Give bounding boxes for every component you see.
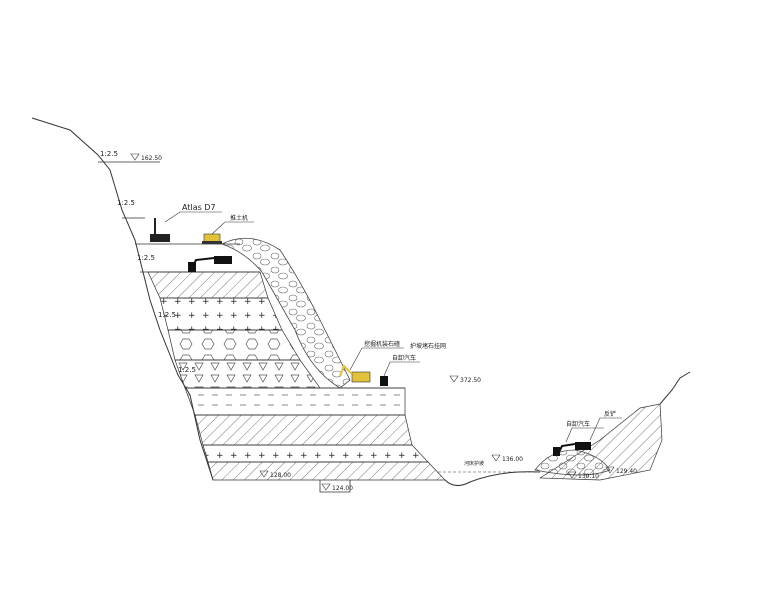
ground-line-right xyxy=(659,371,691,405)
elevation-marker-river: 136.00 xyxy=(491,454,523,463)
river-bed xyxy=(444,471,541,486)
layer-hatch-lower xyxy=(194,414,413,446)
layer-dash xyxy=(184,387,406,416)
svg-text:128.00: 128.00 xyxy=(270,472,291,479)
leader-truck xyxy=(383,361,420,377)
slope-ratio-3: 1:2.5 xyxy=(137,254,155,262)
dozer-icon xyxy=(202,233,222,244)
excavator-rock-icon xyxy=(339,364,371,383)
dump-truck-right-icon xyxy=(553,447,560,456)
slope-ratio-1: 1:2.5 xyxy=(100,150,118,158)
leader-truck-right xyxy=(565,427,604,443)
label-bank-protection: 护坡堵石挂网 xyxy=(410,342,446,350)
svg-text:130.10: 130.10 xyxy=(578,473,599,480)
layer-plus-upper xyxy=(159,297,283,331)
layer-hex xyxy=(167,329,301,361)
elevation-marker-top: 162.50 xyxy=(130,153,162,162)
elevation-marker-berm: 372.50 xyxy=(449,375,481,384)
svg-text:124.00: 124.00 xyxy=(332,485,353,492)
slope-ratio-2: 1:2.5 xyxy=(117,199,135,207)
dump-truck-mid-icon xyxy=(380,376,388,386)
layer-plus-lower xyxy=(202,444,429,463)
rock-fill-dike xyxy=(220,237,351,389)
leader-drill xyxy=(164,211,222,223)
dump-truck-upper-icon xyxy=(188,262,196,272)
elevation-marker-right-2: 129.40 xyxy=(605,466,637,475)
excavator-upper-icon xyxy=(191,256,232,269)
layer-tri xyxy=(174,359,321,389)
layer-hatch-bottom xyxy=(207,461,446,481)
label-river-bed: 河床护坡 xyxy=(464,460,484,467)
svg-text:136.00: 136.00 xyxy=(502,456,523,463)
elevation-marker-bottom-left: 128.00 xyxy=(259,470,291,479)
foundation xyxy=(319,480,351,493)
drill-rig-icon xyxy=(150,218,170,242)
label-dump-truck-1: 自卸汽车 xyxy=(392,354,416,362)
elevation-marker-right-1: 130.10 xyxy=(567,471,599,480)
leader-excavator xyxy=(349,347,404,371)
svg-text:162.50: 162.50 xyxy=(141,155,162,162)
svg-text:372.50: 372.50 xyxy=(460,377,481,384)
elevation-marker-foundation: 124.00 xyxy=(321,483,353,492)
label-backfill: 反铲 xyxy=(604,410,616,418)
leader-dozer xyxy=(211,221,254,235)
label-excavator-rock: 挖掘机装石碴 xyxy=(364,340,400,348)
slope-ratio-4: 1:2.5 xyxy=(158,311,176,319)
slope-ratio-5: 1:2.5 xyxy=(178,366,196,374)
layer-hatch-upper xyxy=(147,271,269,299)
label-drill-rig: Atlas D7 xyxy=(182,203,216,212)
label-dozer: 推土机 xyxy=(230,214,248,222)
label-dump-truck-2: 自卸汽车 xyxy=(566,420,590,428)
svg-text:129.40: 129.40 xyxy=(616,468,637,475)
leader-backfill xyxy=(589,417,622,441)
